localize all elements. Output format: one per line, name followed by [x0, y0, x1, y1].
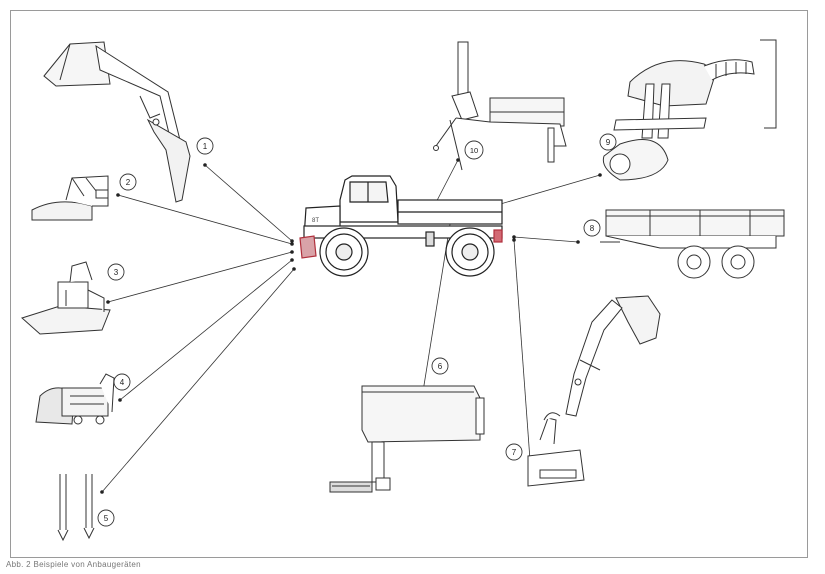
attachment-front-loader — [43, 41, 191, 203]
rear-wheel — [445, 227, 495, 277]
leader-4 — [119, 259, 293, 401]
callout-3: 3 — [107, 263, 125, 281]
svg-text:9: 9 — [606, 138, 611, 147]
svg-text:10: 10 — [470, 146, 478, 155]
attachment-tools — [57, 474, 95, 542]
leader-7 — [513, 239, 531, 461]
attachment-snow-plow — [31, 175, 109, 221]
leader-8 — [513, 236, 579, 243]
svg-text:4: 4 — [120, 378, 125, 387]
leader-2 — [117, 194, 293, 245]
callout-9: 9 — [599, 133, 617, 151]
callout-6: 6 — [431, 357, 449, 375]
leader-6 — [419, 211, 453, 411]
callout-10: 10 — [464, 140, 484, 160]
svg-text:1: 1 — [203, 142, 208, 151]
attachment-mower — [21, 261, 111, 335]
attachment-trailer — [600, 209, 785, 279]
vehicle-mark: 8T — [312, 218, 319, 224]
attachment-backhoe — [527, 295, 661, 487]
callout-2: 2 — [119, 173, 137, 191]
callout-5: 5 — [97, 509, 115, 527]
attachment-sweeper — [35, 373, 115, 425]
leader-1 — [204, 164, 293, 242]
leader-3 — [107, 251, 293, 303]
leader-endpoints — [100, 158, 602, 494]
attachment-suction-blower — [602, 39, 777, 181]
front-wheel — [319, 227, 369, 277]
attachment-post-tool — [433, 41, 567, 171]
svg-text:7: 7 — [512, 448, 517, 457]
callout-1: 1 — [196, 137, 214, 155]
figure-caption: Abb. 2 Beispiele von Anbaugeräten — [6, 560, 141, 569]
svg-text:6: 6 — [438, 362, 443, 371]
callout-bubbles: 1 2 3 4 5 6 7 8 — [97, 133, 617, 527]
svg-text:3: 3 — [114, 268, 119, 277]
diagram-frame — [10, 10, 808, 558]
callout-4: 4 — [113, 373, 131, 391]
svg-text:8: 8 — [590, 224, 595, 233]
carrier-vehicle — [299, 175, 503, 277]
svg-text:2: 2 — [126, 178, 131, 187]
callout-7: 7 — [505, 443, 523, 461]
callout-8: 8 — [583, 219, 601, 237]
leader-5 — [101, 268, 295, 493]
front-mount — [299, 235, 317, 259]
attachment-container-sweeper — [329, 385, 485, 493]
svg-text:5: 5 — [104, 514, 109, 523]
